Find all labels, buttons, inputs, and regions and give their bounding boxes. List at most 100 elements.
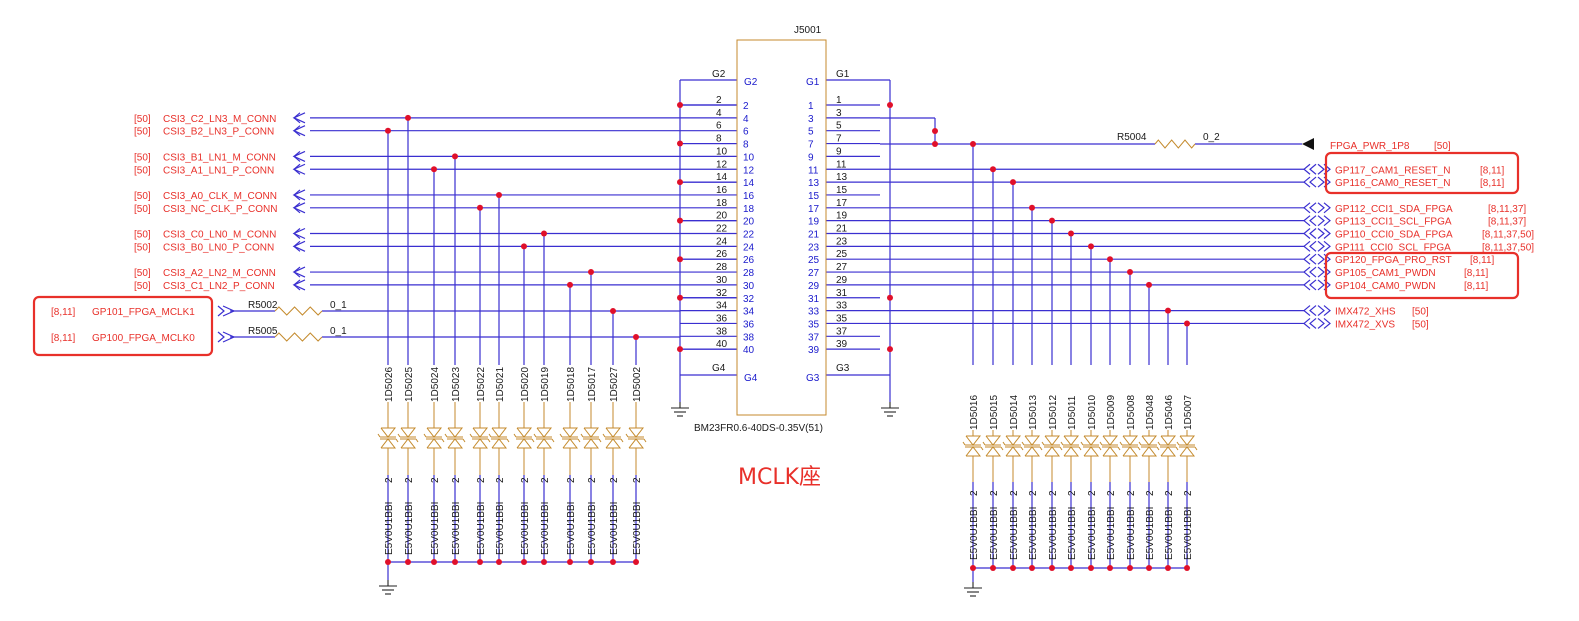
tvs-ref: 1D5046 [1164,395,1175,430]
tvs-part: E5V0U1BBI [1048,507,1059,560]
tvs-diode [516,427,533,438]
junction-dot [932,128,938,134]
junction-dot [477,204,483,211]
offpage-arrow [1317,279,1325,291]
offpage-arrow [292,202,306,214]
tvs-pin-num: 2 [476,477,487,483]
tvs-part: E5V0U1BBI [1067,507,1078,560]
tvs-part: E5V0U1BBI [540,502,551,555]
highlight-reset [1324,151,1520,195]
tvs-diode [628,427,645,438]
junction-dot [452,559,458,565]
tvs-diode [628,438,645,449]
connector-part: BM23FR0.6-40DS-0.35V(51) [694,423,823,434]
offpage-arrow [1303,202,1311,214]
pin-number-outer: 37 [836,326,848,337]
offpage-arrow [1309,240,1317,252]
tvs-flag [551,438,555,443]
pin-number-outer: 36 [716,313,728,324]
power-arrow [1302,138,1314,150]
pin-number-inner: 17 [808,204,820,215]
pin-number-outer: 5 [836,121,842,132]
offpage-arrow [1303,317,1311,329]
tvs-diode [1063,435,1080,446]
offpage-arrow [1317,240,1325,252]
pin-number-outer: 15 [836,185,848,196]
tvs-part: E5V0U1BBI [430,502,441,555]
junction-dot [567,281,573,288]
pin-number-outer: 22 [716,224,728,235]
junction-dot [1049,217,1055,224]
tvs-diode [1179,446,1196,457]
net-ref-left: [50] [134,242,151,253]
tvs-ref: 1D5007 [1183,395,1194,430]
junction-dot [932,141,938,147]
tvs-diode [583,438,600,449]
pin-number-inner: 30 [743,281,755,292]
net-ref-left: [50] [134,165,151,176]
pin-number-inner: 1 [808,101,814,112]
tvs-pin-num: 2 [1145,490,1156,496]
junction-dot [677,140,683,147]
net-ref-right: [8,11] [1480,165,1504,176]
pin-number-inner: 9 [808,152,814,163]
pin-number-inner: 8 [743,140,749,151]
offpage-arrow [1309,266,1317,278]
tvs-ref: 1D5024 [430,367,441,402]
junction-dot [588,559,594,565]
mclk1-ref: [8,11] [51,307,75,318]
junction-dot [1049,565,1055,571]
pin-number-inner: 11 [808,165,819,176]
offpage-arrow [1303,305,1311,317]
tvs-part: E5V0U1BBI [1106,507,1117,560]
tvs-flag [1000,446,1004,451]
pin-number-outer: 30 [716,275,728,286]
pin-number-outer: 32 [716,288,728,299]
offpage-arrow [292,240,306,252]
tvs-part: E5V0U1BBI [632,502,643,555]
tvs-diode [1024,446,1041,457]
junction-dot [677,294,683,301]
tvs-pin-num: 2 [1164,490,1175,496]
tvs-ref: 1D5026 [384,367,395,402]
pin-number-inner: 13 [808,178,820,189]
tvs-diode [380,427,397,438]
tvs-diode [426,438,443,449]
net-name-left: CSI3_A1_LN1_P_CONN [163,165,274,176]
tvs-diode [491,438,508,449]
junction-dot [1068,565,1074,571]
tvs-part: E5V0U1BBI [495,502,506,555]
pin-number-inner: 6 [743,127,749,138]
tvs-ref: 1D5025 [404,367,415,402]
tvs-diode [380,438,397,449]
power-net-label: FPGA_PWR_1P8 [1330,141,1410,152]
tvs-diode [985,435,1002,446]
offpage-arrow [1303,240,1311,252]
offpage-arrow [1303,279,1311,291]
tvs-flag [469,433,473,438]
tvs-flag [1021,441,1025,446]
tvs-ref: 1D5012 [1048,395,1059,430]
tvs-pin-num: 2 [540,477,551,483]
tvs-ref: 1D5023 [451,367,462,402]
pin-number-outer: 38 [716,326,728,337]
offpage-arrow [1323,240,1331,252]
junction-dot [1146,565,1152,571]
junction-dot [1127,269,1133,276]
junction-dot [496,191,502,198]
tvs-part: E5V0U1BBI [609,502,620,555]
tvs-flag [1002,441,1006,446]
pin-number-inner: 24 [743,242,755,253]
junction-dot [521,243,527,250]
pin-number-inner: 37 [808,332,820,343]
tvs-diode [1179,435,1196,446]
net-ref-right: [50] [1412,307,1429,318]
tvs-flag [1138,441,1142,446]
offpage-arrow [1323,215,1331,227]
tvs-part: E5V0U1BBI [476,502,487,555]
tvs-part: E5V0U1BBI [1028,507,1039,560]
g1-net-label: G1 [836,69,850,80]
g4-pin-label: G4 [744,373,758,384]
tvs-part: E5V0U1BBI [1126,507,1137,560]
r5005-value: 0_1 [330,326,347,337]
